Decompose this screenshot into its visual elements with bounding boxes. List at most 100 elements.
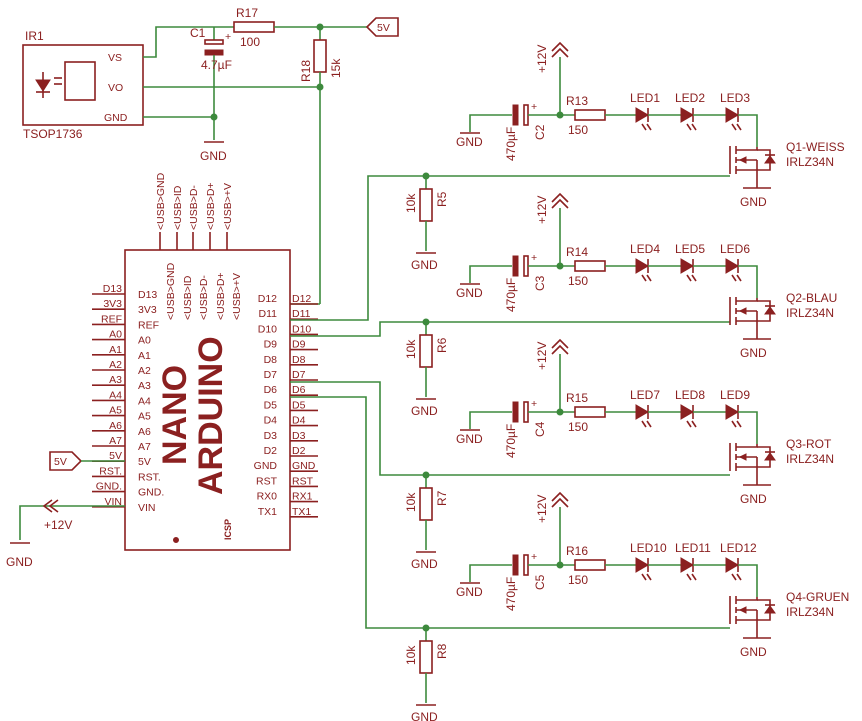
capacitor-c1: + C1 4.7µF [190,26,232,117]
left-pin-outer-label: A0 [109,329,122,341]
left-pin-outer-label: A2 [109,359,122,371]
left-pin-inner-label: A5 [138,411,151,423]
c1-value: 4.7µF [201,58,232,72]
left-pin-inner-label: RST. [138,471,161,483]
cap-value: 470µF [504,424,518,458]
usb-pin-id-outer: <USB>ID [172,185,184,230]
ir-pin-vo: VO [108,82,123,94]
res-name: R15 [566,391,588,405]
usb-pin-gnd-outer: <USB>GND [155,172,167,230]
left-pin-inner-label: A2 [138,365,151,377]
right-pin-outer-label: D10 [292,323,311,335]
fet-name: Q2-BLAU [786,291,837,305]
right-pin-outer-label: D11 [292,308,311,320]
right-pin-inner-label: RST [256,475,278,487]
ir-part: TSOP1736 [23,127,83,141]
left-pin-inner-label: D13 [138,289,157,301]
gnd-label-c1: GND [200,149,227,163]
r18-value: 15k [329,58,343,78]
arduino-title-nano: NANO [156,365,194,465]
supply-12v-label-vin: +12V [44,518,72,532]
right-pin-outer-label: TX1 [292,506,311,518]
led-name: LED1 [630,91,660,105]
gnd-label: GND [456,135,483,149]
icsp-label: ICSP [223,519,233,540]
gate-res-value: 10k [404,193,418,213]
right-pin-inner-label: D11 [259,308,278,320]
led-name: LED8 [675,388,705,402]
right-pin-inner-label: D8 [264,354,278,366]
r18-name: R18 [299,60,313,82]
gate-res-value: 10k [404,645,418,665]
left-pin-outer-label: A1 [109,344,122,356]
right-pin-inner-label: RX0 [257,491,278,503]
cap-name: C2 [533,124,547,140]
right-pin-outer-label: GND [292,460,316,472]
gnd-label: GND [411,557,438,571]
ir-name: IR1 [25,29,44,43]
led-name: LED5 [675,242,705,256]
gnd-label: GND [740,195,767,209]
supply-12v-label: +12V [535,45,549,73]
left-pin-inner-label: 5V [138,456,151,468]
right-pin-outer-label: D7 [292,369,306,381]
left-pin-inner-label: A4 [138,395,151,407]
led-name: LED6 [720,242,750,256]
right-pin-group: D12D12D11D11D10D10D9D9D8D8D7D7D6D6D5D5D4… [254,293,318,518]
right-pin-inner-label: GND [254,460,278,472]
usb-pin-v-outer: <USB>+V [222,183,234,230]
usb-pin-dminus-inner: <USB>D- [198,275,210,320]
left-pin-inner-label: 3V3 [138,304,157,316]
left-pin-outer-label: GND. [96,481,122,493]
fet-name: Q4-GRUEN [786,590,849,604]
left-pin-outer-label: A3 [109,374,122,386]
gnd-label: GND [411,404,438,418]
gnd-label: GND [740,346,767,360]
gate-res-value: 10k [404,339,418,359]
left-pin-inner-label: A0 [138,335,151,347]
c1-name: C1 [190,26,206,40]
right-pin-inner-label: D4 [264,415,278,427]
right-pin-outer-label: D2 [292,445,306,457]
left-pin-outer-label: A7 [109,435,122,447]
resistor-r18: R18 15k [299,27,343,82]
usb-pin-dminus-outer: <USB>D- [188,185,200,230]
left-pin-outer-label: REF [101,313,122,325]
cap-value: 470µF [504,577,518,611]
led-name: LED11 [675,541,711,555]
res-name: R14 [566,245,588,259]
right-pin-outer-label: D9 [292,339,306,351]
led-name: LED10 [630,541,667,555]
right-pin-inner-label: D3 [264,430,278,442]
left-pin-outer-label: VIN [104,496,122,508]
right-pin-inner-label: D7 [264,369,278,381]
gate-res-value: 10k [404,492,418,512]
fet-part: IRLZ34N [786,452,834,466]
led-name: LED3 [720,91,750,105]
left-pin-inner-label: A3 [138,380,151,392]
right-pin-outer-label: D3 [292,430,306,442]
left-pin-outer-label: A5 [109,405,122,417]
left-pin-inner-label: A7 [138,441,151,453]
res-value: 150 [568,573,588,587]
res-value: 150 [568,274,588,288]
right-pin-outer-label: D4 [292,415,306,427]
led-name: LED2 [675,91,705,105]
fet-part: IRLZ34N [786,306,834,320]
supply-12v-label: +12V [535,342,549,370]
right-pin-outer-label: RX1 [292,491,313,503]
cap-name: C5 [533,574,547,590]
fet-part: IRLZ34N [786,155,834,169]
right-pin-outer-label: D8 [292,354,306,366]
right-pin-inner-label: D12 [258,293,277,305]
led-name: LED12 [720,541,757,555]
right-pin-inner-label: D5 [264,399,278,411]
usb-pin-dplus-outer: <USB>D+ [205,182,217,230]
led-name: LED7 [630,388,660,402]
svg-text:+: + [531,551,537,563]
ir-receiver: IR1 TSOP1736 VS VO GND [22,29,144,141]
usb-pin-id-inner: <USB>ID [182,275,194,320]
ir-pin-vs: VS [108,52,122,64]
